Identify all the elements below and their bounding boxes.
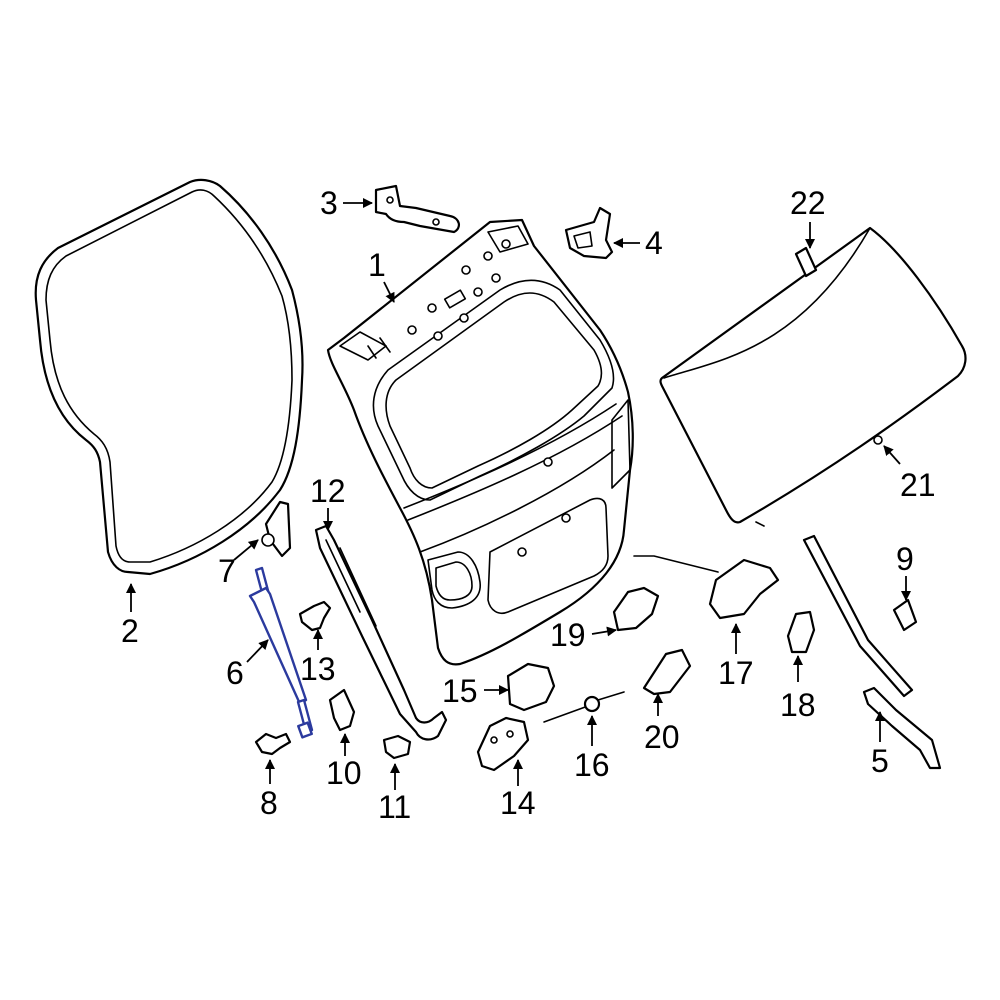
handle-cover[interactable] [642,648,692,696]
strut-end [297,721,313,739]
bumper-bracket[interactable] [261,500,292,558]
callout-13: 13 [300,651,336,687]
callout-11: 11 [378,789,411,825]
strut-body [248,586,308,706]
callout-9: 9 [896,541,914,577]
latch-striker[interactable] [786,610,816,654]
callout-20: 20 [644,719,680,755]
gas-strut-highlighted[interactable] [248,566,314,739]
callout-3: 3 [320,185,338,221]
callout-numbers: 1 2 3 4 5 6 7 8 9 10 11 12 13 14 15 16 1… [121,185,936,825]
liftgate-latch[interactable] [633,555,780,620]
callout-2: 2 [121,613,139,649]
callout-6: 6 [226,655,244,691]
callout-1: 1 [368,247,386,283]
callout-16: 16 [574,747,610,783]
callout-8: 8 [260,785,278,821]
callout-4: 4 [645,225,663,261]
callout-15: 15 [442,673,478,709]
rear-glass[interactable] [659,226,967,527]
callout-12: 12 [310,473,346,509]
weatherstrip-seal[interactable] [34,178,304,576]
bracket[interactable] [564,206,614,260]
hinge[interactable] [374,184,460,234]
ball-stud-pin[interactable] [298,600,332,632]
liftgate-panel[interactable] [326,218,634,666]
release-cable[interactable] [543,691,625,723]
glass-pad[interactable] [794,246,818,278]
gas-spring[interactable] [802,534,942,770]
callout-10: 10 [326,755,362,791]
actuator-module[interactable] [506,662,556,712]
callout-21: 21 [900,467,936,503]
callout-19: 19 [550,617,586,653]
callout-17: 17 [718,655,754,691]
callout-18: 18 [780,687,816,723]
callout-22: 22 [790,185,826,221]
callout-5: 5 [871,743,889,779]
release-switch[interactable] [612,586,660,632]
cover-cap[interactable] [892,598,918,632]
latch-bracket[interactable] [476,716,530,772]
callout-7: 7 [218,553,236,589]
hinge-arm[interactable] [314,524,448,741]
retainer-clip[interactable] [382,734,412,760]
rubber-bumper[interactable] [328,688,356,732]
leader-lines [126,198,911,790]
ball-stud[interactable] [254,732,292,756]
callout-14: 14 [500,785,536,821]
